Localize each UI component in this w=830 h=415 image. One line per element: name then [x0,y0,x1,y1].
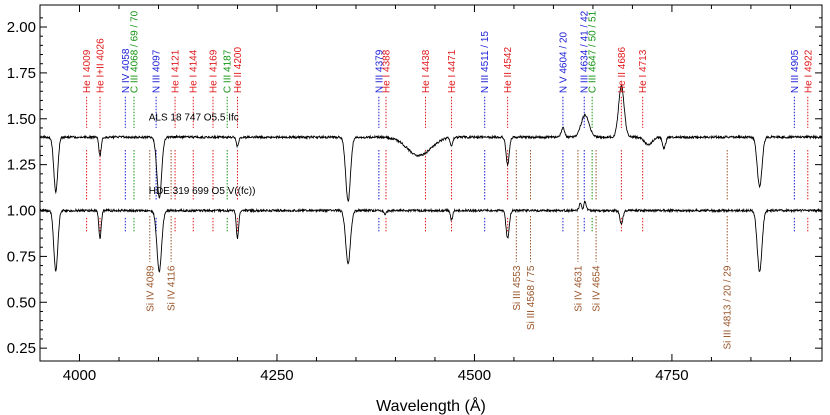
line-id-label: Si IV 4654 [592,265,603,312]
line-id-label: He I 4144 [189,49,200,93]
line-id-label: N III 4097 [152,49,163,93]
line-id-label: C III 4187 [223,49,234,93]
spectrum-label: HDE 319 699 O5 V((fc)) [149,186,256,197]
x-tick-label: 4750 [655,367,688,384]
line-id-label: He I 4009 [82,49,93,93]
y-tick-label: 2.00 [7,19,36,36]
line-id-label: N III 4511 / 15 [480,31,491,94]
y-tick-label: 1.00 [7,203,36,220]
x-tick-label: 4500 [458,367,491,384]
line-id-label: C III 4068 / 69 / 70 [129,10,140,93]
x-axis-title: Wavelength (Å) [376,396,486,415]
x-tick-label: 4250 [260,367,293,384]
line-id-label: Si III 4553 [512,265,523,310]
line-id-label: Si IV 4631 [573,265,584,312]
line-id-label: Si IV 4089 [145,265,156,312]
y-tick-label: 0.25 [7,340,36,357]
line-id-label: He I 4471 [447,49,458,93]
line-id-label: N III 4905 [790,49,801,93]
line-id-label: He I 4713 [638,49,649,93]
line-id-label: N III 4379 [374,49,385,93]
spectrum-label: ALS 18 747 O5.5 Ifc [149,113,239,124]
spectrum-line [39,84,823,202]
line-id-label: N V 4604 / 20 [558,31,569,93]
x-tick-label: 4000 [63,367,96,384]
y-tick-label: 0.50 [7,294,36,311]
line-id-label: He I 4169 [208,49,219,93]
line-id-label: He I+II 4026 [96,38,107,93]
line-id-label: Si IV 4116 [167,265,178,311]
line-id-label: He I 4388 [381,49,392,93]
line-id-label: N III 4634 / 41 / 42 [580,10,591,93]
line-id-label: He I 4121 [171,49,182,93]
line-id-label: He II 4686 [617,47,628,94]
line-id-label: He II 4200 [233,47,244,94]
line-id-label: C III 4647 / 50 / 51 [588,10,599,93]
y-tick-label: 1.25 [7,157,36,174]
line-id-label: He I 4922 [803,49,814,93]
line-id-label: N IV 4058 [121,48,132,93]
y-tick-label: 1.75 [7,65,36,82]
spectrum-line [39,200,823,273]
line-id-label: Si III 4813 / 20 / 29 [723,265,734,349]
y-tick-label: 0.75 [7,248,36,265]
y-tick-label: 1.50 [7,111,36,128]
line-id-label: He I 4438 [421,49,432,93]
line-id-label: He II 4542 [503,47,514,94]
line-id-label: Si III 4568 / 75 [526,265,537,330]
